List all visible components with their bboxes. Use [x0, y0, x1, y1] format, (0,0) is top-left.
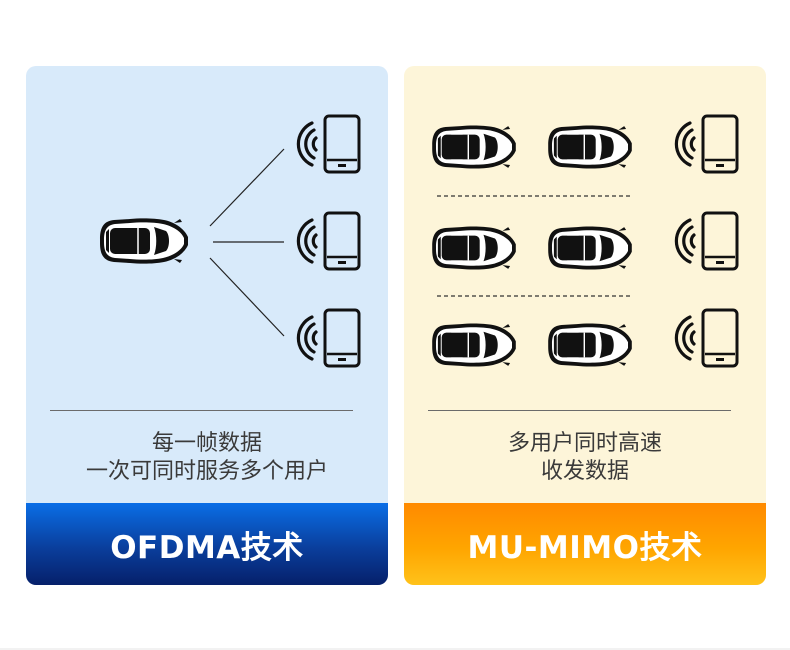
ofdma-illustration [99, 114, 361, 368]
bottom-rule [0, 648, 790, 650]
car-icon [547, 124, 633, 170]
car-icon [431, 322, 517, 368]
ofdma-panel: 每一帧数据 一次可同时服务多个用户 OFDMA技术 [26, 66, 388, 585]
phone-icon [323, 211, 361, 271]
mu-mimo-panel: 多用户同时高速 收发数据 MU-MIMO技术 [404, 66, 766, 585]
ofdma-title-bar: OFDMA技术 [26, 503, 388, 585]
wifi-signal-icon [296, 315, 318, 361]
description-line: 收发数据 [540, 459, 629, 484]
car-icon [547, 225, 633, 271]
phone-icon [323, 114, 361, 174]
car-icon [431, 225, 517, 271]
car-icon [547, 322, 633, 368]
wifi-signal-icon [674, 218, 696, 264]
phone-icon [323, 308, 361, 368]
mu-mimo-title: MU-MIMO技术 [467, 529, 703, 566]
link-line [209, 257, 285, 337]
car-icon [431, 124, 517, 170]
description-line: 每一帧数据 [151, 431, 262, 456]
ofdma-description: 每一帧数据 一次可同时服务多个用户 [26, 430, 388, 486]
phone-icon [701, 211, 739, 271]
divider [50, 410, 353, 411]
mu-mimo-title-bar: MU-MIMO技术 [404, 503, 766, 585]
description-line: 一次可同时服务多个用户 [85, 459, 328, 484]
wifi-signal-icon [296, 218, 318, 264]
divider [428, 410, 731, 411]
mu-mimo-illustration [431, 114, 739, 368]
phone-icon [701, 114, 739, 174]
car-icon [99, 217, 189, 265]
mu-mimo-description: 多用户同时高速 收发数据 [404, 430, 766, 486]
phone-icon [701, 308, 739, 368]
wifi-signal-icon [674, 121, 696, 167]
link-line [209, 148, 285, 227]
description-line: 多用户同时高速 [507, 431, 662, 456]
wifi-signal-icon [296, 121, 318, 167]
ofdma-title: OFDMA技术 [110, 529, 304, 566]
wifi-signal-icon [674, 315, 696, 361]
